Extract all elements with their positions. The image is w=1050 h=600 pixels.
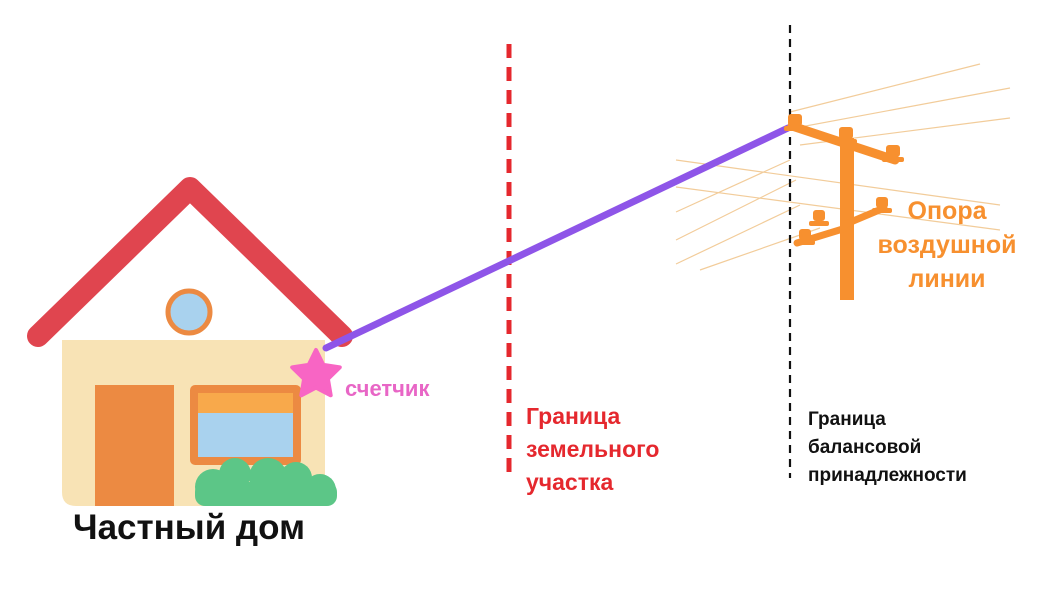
window-blind xyxy=(198,393,293,413)
round-window xyxy=(165,288,213,336)
wire xyxy=(789,63,981,113)
wire xyxy=(675,179,797,241)
wire xyxy=(675,159,1001,206)
wire xyxy=(675,204,801,265)
pole-label-line: воздушной xyxy=(877,231,1017,259)
balance-boundary-label-line: Граница xyxy=(808,409,886,430)
utility-pole-icon xyxy=(784,114,904,300)
service-line xyxy=(322,124,792,352)
wire xyxy=(675,186,1001,231)
meter-star-icon xyxy=(290,348,342,398)
pole-post xyxy=(840,138,854,300)
pole-label-line: линии xyxy=(908,265,986,293)
house-door xyxy=(95,385,174,506)
balance-boundary-label-line: принадлежности xyxy=(808,465,967,486)
insulator-icon xyxy=(784,114,904,245)
overhead-wires xyxy=(675,63,1011,271)
balance-boundary-label-line: балансовой xyxy=(808,437,922,458)
land-boundary-label-line: Граница xyxy=(526,403,621,429)
house-icon xyxy=(27,177,353,506)
pole-label: Опора воздушной линии xyxy=(862,194,1032,296)
house-caption: Частный дом xyxy=(73,508,305,547)
land-boundary-label-line: участка xyxy=(526,469,614,495)
house-roof xyxy=(27,177,353,347)
wire xyxy=(675,159,791,213)
pole-label-line: Опора xyxy=(907,197,987,225)
land-boundary-label: Граница земельного участка xyxy=(526,400,659,499)
wire xyxy=(794,87,1011,129)
land-boundary-label-line: земельного xyxy=(526,436,660,462)
bush-icon xyxy=(195,458,337,506)
meter-label: счетчик xyxy=(345,376,430,401)
balance-boundary-label: Граница балансовой принадлежности xyxy=(808,406,967,490)
